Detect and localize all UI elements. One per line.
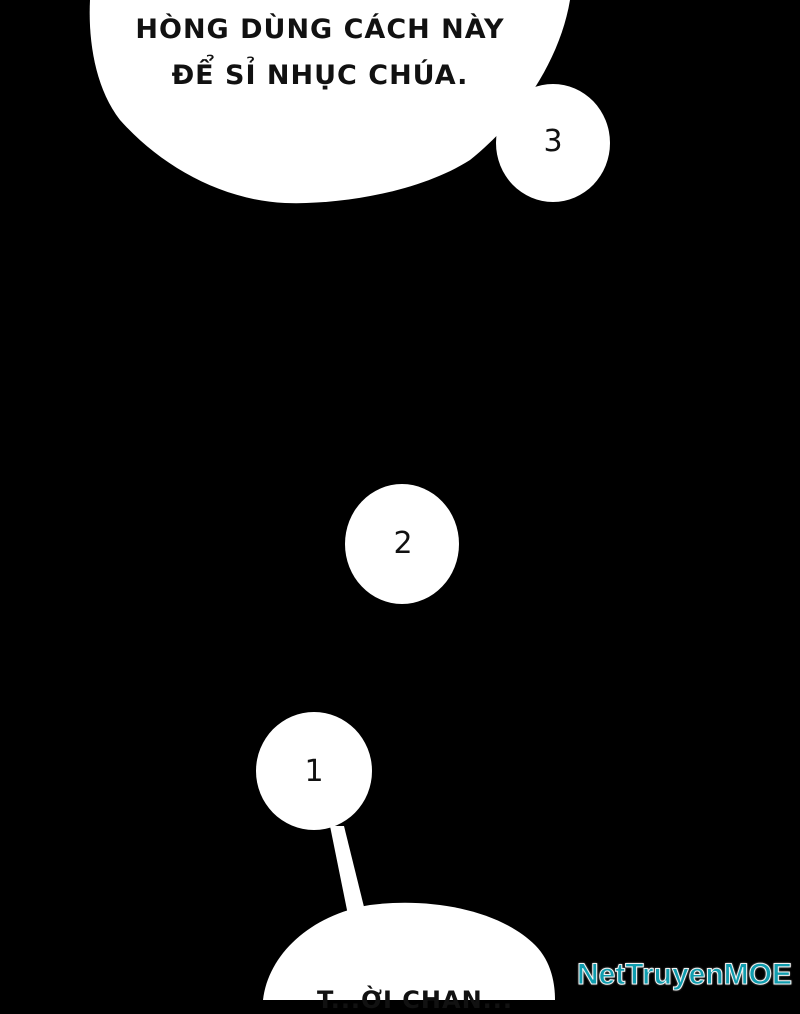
bubble-1-label: 1 bbox=[304, 754, 324, 789]
speech-line-2: ĐỂ SỈ NHỤC CHÚA. bbox=[171, 60, 469, 91]
speech-tail bbox=[330, 826, 366, 915]
speech-bubble-bottom bbox=[263, 902, 555, 1000]
bubble-1 bbox=[256, 712, 372, 830]
bubble-2-label: 2 bbox=[393, 526, 413, 561]
speech-bubble-top bbox=[89, 0, 570, 204]
bubble-2 bbox=[345, 484, 459, 604]
bubble-3-label: 3 bbox=[543, 124, 563, 159]
watermark-logo: NetTruyenMOE bbox=[576, 958, 792, 992]
speech-line-1: HÒNG DÙNG CÁCH NÀY bbox=[135, 14, 505, 45]
speech-bottom-partial-text: T...ỜI CHAN... bbox=[316, 986, 514, 1014]
bubble-3 bbox=[496, 84, 610, 202]
